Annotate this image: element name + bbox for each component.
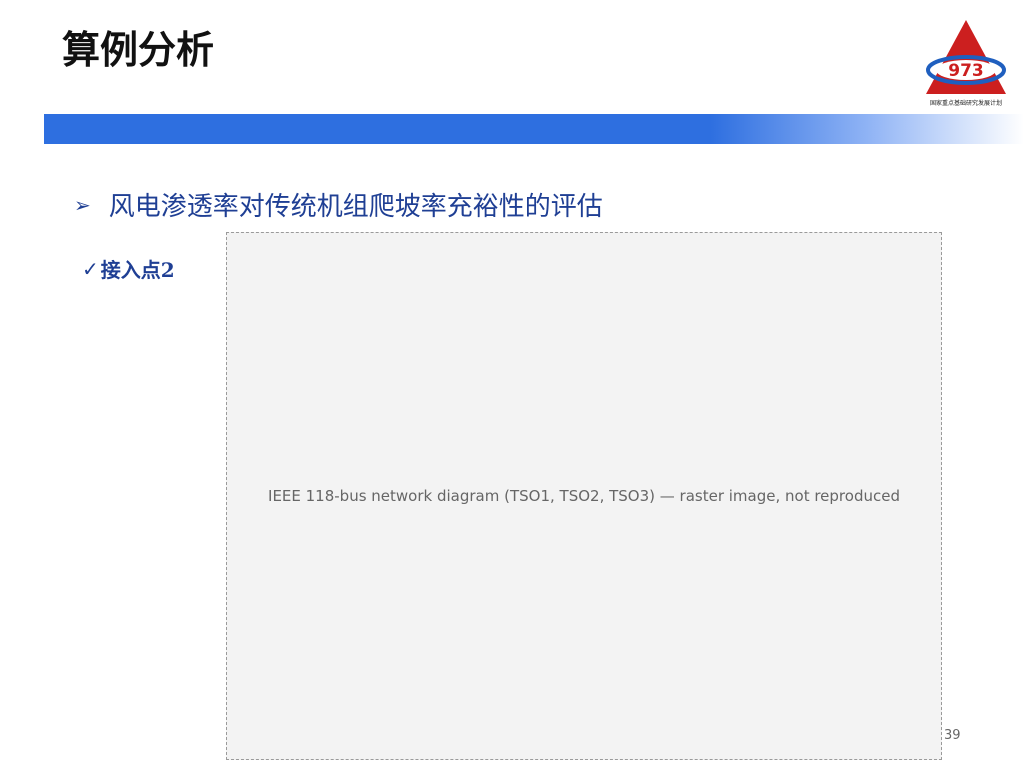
logo-graphic: 973 — [926, 20, 1006, 94]
logo-badge-icon — [936, 60, 996, 80]
sub-bullet-item: ✓ 接入点2 — [82, 254, 175, 283]
logo-number: 973 — [948, 61, 984, 81]
network-diagram-placeholder: IEEE 118-bus network diagram (TSO1, TSO2… — [226, 232, 942, 760]
arrowhead-bullet-icon: ➢ — [74, 192, 91, 217]
page-number: 39 — [944, 728, 961, 743]
bullet-item: ➢ 风电渗透率对传统机组爬坡率充裕性的评估 — [74, 186, 603, 223]
check-mark-icon: ✓ — [82, 256, 99, 281]
slide-title: 算例分析 — [62, 28, 215, 72]
sub-bullet-text: 接入点2 — [100, 258, 175, 282]
logo-caption: 国家重点基础研究发展计划 — [929, 100, 1002, 107]
header-bar — [44, 114, 1024, 144]
program-logo: 973 国家重点基础研究发展计划 — [918, 18, 1014, 118]
bullet-text: 风电渗透率对传统机组爬坡率充裕性的评估 — [108, 192, 603, 222]
diagram-placeholder-label: IEEE 118-bus network diagram (TSO1, TSO2… — [268, 487, 900, 505]
logo-ring-icon — [926, 55, 1006, 85]
